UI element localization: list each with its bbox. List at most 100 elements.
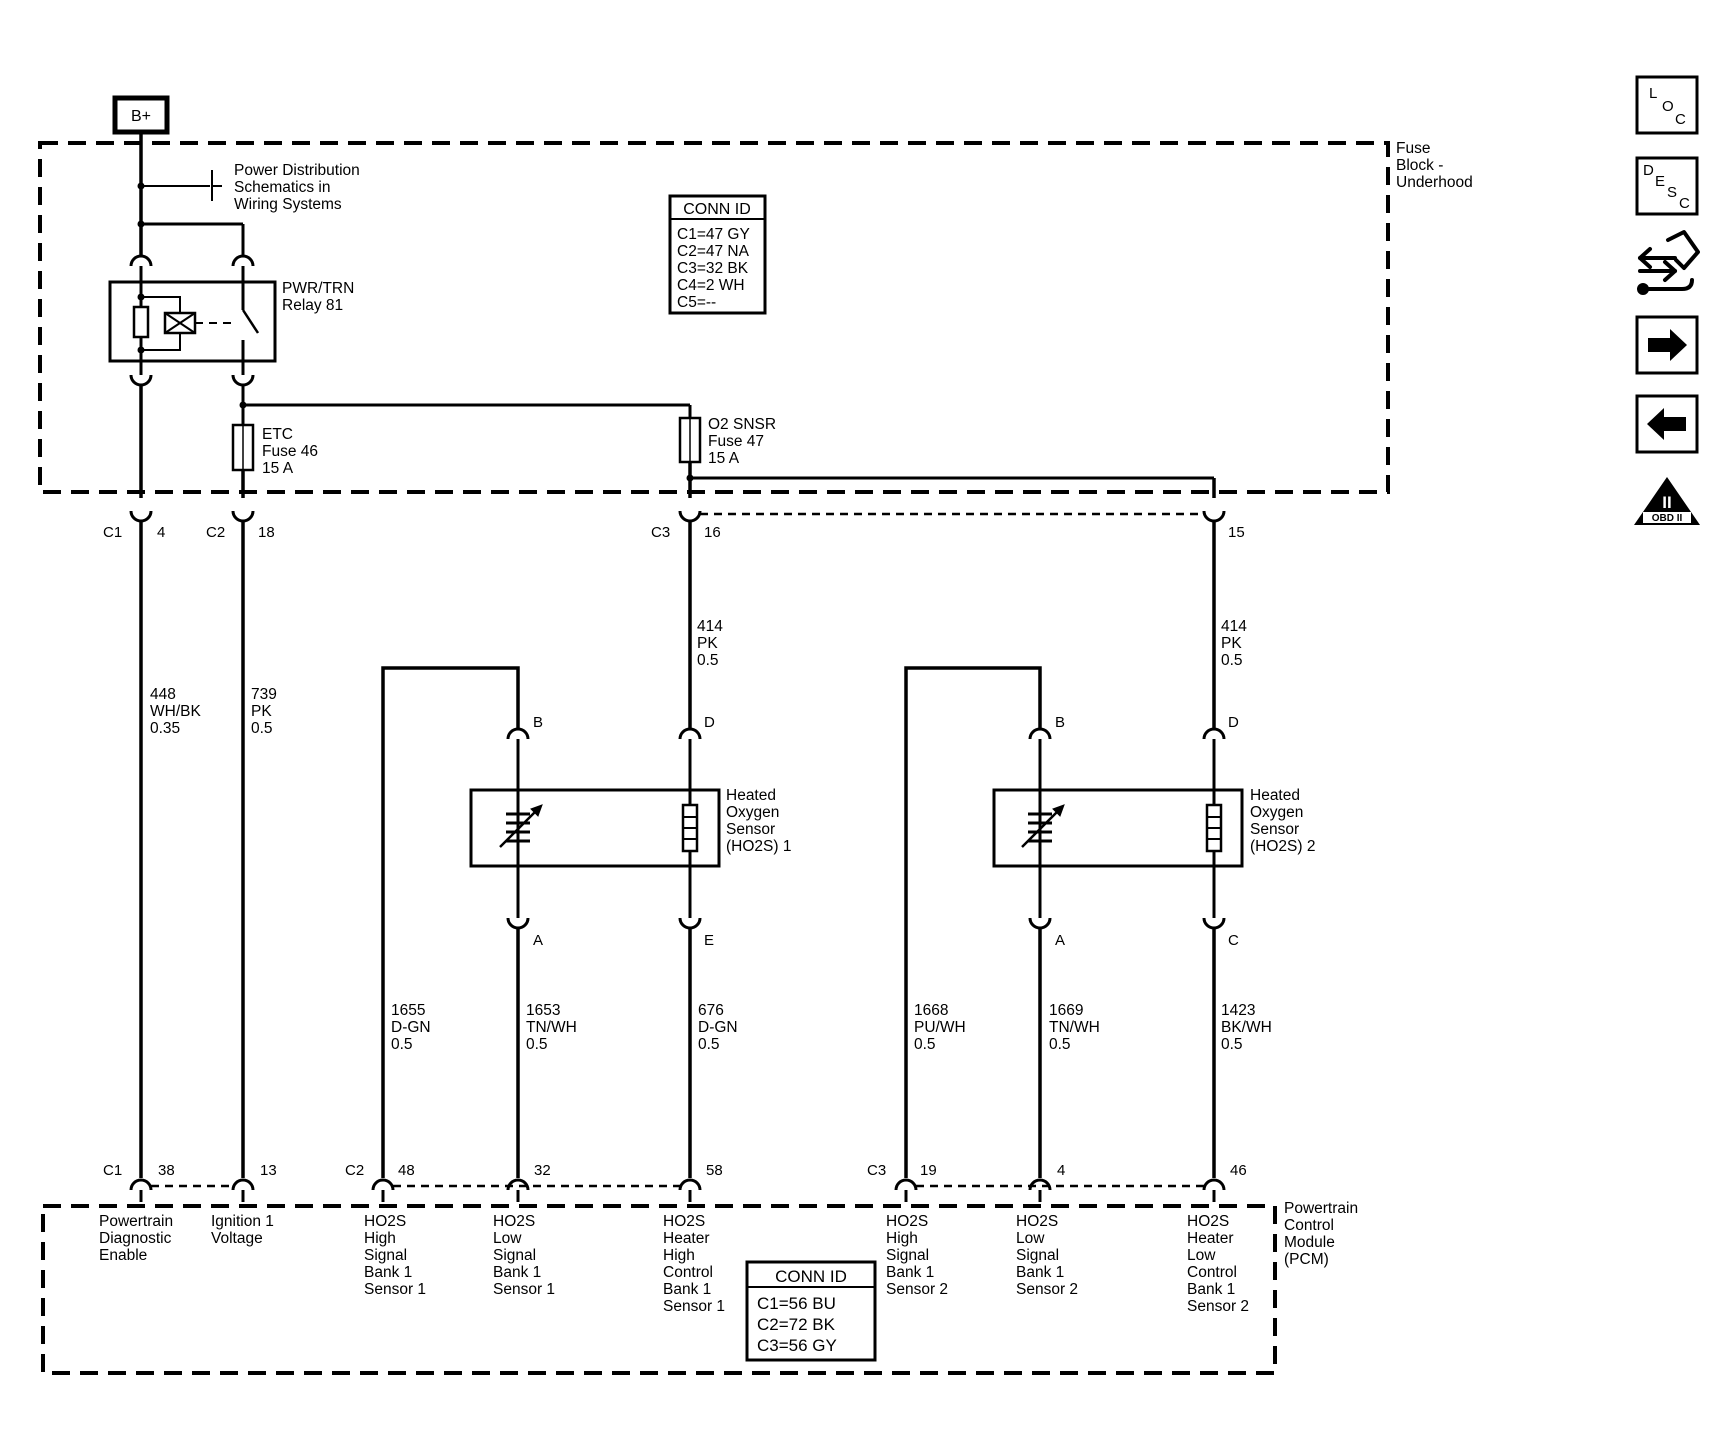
pcm-boundary: [41, 1204, 1277, 1375]
svg-text:16: 16: [704, 524, 721, 541]
component-view-button[interactable]: [1637, 230, 1700, 295]
sensor-connectors: [506, 727, 1226, 930]
power-feed-wiring: [137, 132, 245, 255]
conn-id-title: CONN ID: [683, 201, 751, 218]
svg-text:1669: 1669: [1049, 1002, 1083, 1019]
fuse-block-boundary: [38, 141, 1390, 494]
svg-text:Fuse: Fuse: [1396, 140, 1430, 157]
relay-label: PWR/TRN Relay 81: [282, 280, 354, 314]
next-page-button[interactable]: [1635, 315, 1699, 375]
svg-text:L: L: [1649, 85, 1657, 102]
svg-text:15 A: 15 A: [708, 450, 740, 467]
svg-text:C2: C2: [345, 1162, 364, 1179]
heated-oxygen-sensor-1: [469, 788, 721, 868]
svg-text:D-GN: D-GN: [391, 1019, 431, 1036]
svg-text:OBD II: OBD II: [1652, 513, 1683, 524]
svg-text:58: 58: [706, 1162, 723, 1179]
fuse-block-connectors: [129, 510, 1226, 523]
pcm-circuit-diag-enable: Powertrain Diagnostic Enable: [99, 1213, 173, 1264]
loc-button[interactable]: L O C: [1635, 75, 1699, 135]
svg-text:Control: Control: [1284, 1217, 1334, 1234]
battery-positive-label: B+: [131, 108, 151, 125]
svg-text:C2=47 NA: C2=47 NA: [677, 243, 750, 260]
svg-text:0.5: 0.5: [251, 720, 273, 737]
svg-text:High: High: [886, 1230, 918, 1247]
svg-text:Signal: Signal: [886, 1247, 929, 1264]
sensor-1-label: Heated Oxygen Sensor (HO2S) 1: [726, 787, 791, 855]
svg-text:739: 739: [251, 686, 277, 703]
pcm-circuit-ho2s-high-s2: HO2S High Signal Bank 1 Sensor 2: [886, 1213, 948, 1298]
circuit-wires: [139, 521, 1216, 1178]
svg-text:Bank 1: Bank 1: [1187, 1281, 1235, 1298]
svg-text:Powertrain: Powertrain: [99, 1213, 173, 1230]
svg-text:Low: Low: [493, 1230, 522, 1247]
svg-text:Power Distribution: Power Distribution: [234, 162, 360, 179]
svg-text:C1: C1: [103, 524, 122, 541]
component-view-icon: [1637, 230, 1700, 295]
sensor-1-pin-labels: B D A E: [533, 714, 715, 949]
svg-text:Bank 1: Bank 1: [886, 1264, 934, 1281]
svg-text:Sensor: Sensor: [1250, 821, 1299, 838]
pcm-circuit-ignition: Ignition 1 Voltage: [211, 1213, 274, 1247]
svg-text:D: D: [1643, 162, 1654, 179]
fuse-block-pin-labels: C1 4 C2 18 C3 16 15: [103, 524, 1245, 541]
previous-page-arrow-icon: [1647, 408, 1686, 440]
svg-text:46: 46: [1230, 1162, 1247, 1179]
svg-text:ETC: ETC: [262, 426, 293, 443]
pcm-circuit-heater-high-s1: HO2S Heater High Control Bank 1 Sensor 1: [663, 1213, 725, 1315]
pcm-circuit-ho2s-high-s1: HO2S High Signal Bank 1 Sensor 1: [364, 1213, 426, 1298]
svg-text:C2=72 BK: C2=72 BK: [757, 1315, 836, 1334]
svg-text:Bank 1: Bank 1: [1016, 1264, 1064, 1281]
svg-text:A: A: [533, 932, 543, 949]
svg-text:BK/WH: BK/WH: [1221, 1019, 1272, 1036]
svg-text:C: C: [1228, 932, 1239, 949]
svg-text:Sensor: Sensor: [726, 821, 775, 838]
svg-text:Bank 1: Bank 1: [493, 1264, 541, 1281]
svg-text:HO2S: HO2S: [493, 1213, 535, 1230]
svg-text:HO2S: HO2S: [1016, 1213, 1058, 1230]
svg-text:Sensor 1: Sensor 1: [663, 1298, 725, 1315]
etc-fuse-label: ETC Fuse 46 15 A: [262, 426, 318, 477]
svg-text:4: 4: [157, 524, 165, 541]
svg-text:Sensor 2: Sensor 2: [886, 1281, 948, 1298]
svg-text:S: S: [1667, 184, 1677, 201]
wire-414-sensor1: 414 PK 0.5: [697, 618, 723, 669]
svg-text:0.35: 0.35: [150, 720, 180, 737]
pcm-circuit-heater-low-s2: HO2S Heater Low Control Bank 1 Sensor 2: [1187, 1213, 1249, 1315]
svg-text:1668: 1668: [914, 1002, 948, 1019]
svg-text:TN/WH: TN/WH: [1049, 1019, 1100, 1036]
svg-text:(PCM): (PCM): [1284, 1251, 1329, 1268]
svg-text:C: C: [1675, 111, 1686, 128]
desc-button[interactable]: D E S C: [1635, 156, 1699, 216]
svg-text:D: D: [704, 714, 715, 731]
wire-448: 448 WH/BK 0.35: [150, 686, 201, 737]
svg-text:Sensor 1: Sensor 1: [364, 1281, 426, 1298]
obd-ii-button[interactable]: II OBD II: [1634, 477, 1700, 525]
svg-text:18: 18: [258, 524, 275, 541]
pcm-conn-id-table: CONN ID C1=56 BU C2=72 BK C3=56 GY: [745, 1260, 877, 1362]
wire-1423: 1423 BK/WH 0.5: [1221, 1002, 1272, 1053]
svg-text:PK: PK: [697, 635, 718, 652]
svg-text:0.5: 0.5: [697, 652, 719, 669]
svg-text:Powertrain: Powertrain: [1284, 1200, 1358, 1217]
svg-text:Control: Control: [663, 1264, 713, 1281]
svg-text:Sensor 1: Sensor 1: [493, 1281, 555, 1298]
svg-text:C5=--: C5=--: [677, 294, 716, 311]
previous-page-button[interactable]: [1635, 394, 1699, 454]
svg-text:Ignition 1: Ignition 1: [211, 1213, 274, 1230]
svg-text:C1=56 BU: C1=56 BU: [757, 1294, 836, 1313]
svg-text:C4=2 WH: C4=2 WH: [677, 277, 745, 294]
fuse-wiring: [139, 385, 1216, 498]
svg-text:Module: Module: [1284, 1234, 1335, 1251]
heated-oxygen-sensor-2: [992, 788, 1244, 868]
svg-text:TN/WH: TN/WH: [526, 1019, 577, 1036]
power-distribution-reference: Power Distribution Schematics in Wiring …: [234, 162, 360, 213]
fuse-block-conn-id-table: CONN ID C1=47 GY C2=47 NA C3=32 BK C4=2 …: [668, 194, 767, 315]
svg-text:PK: PK: [1221, 635, 1242, 652]
svg-text:E: E: [704, 932, 714, 949]
svg-text:0.5: 0.5: [698, 1036, 720, 1053]
svg-text:High: High: [663, 1247, 695, 1264]
svg-text:PU/WH: PU/WH: [914, 1019, 966, 1036]
svg-text:Block -: Block -: [1396, 157, 1443, 174]
wire-1655: 1655 D-GN 0.5: [391, 1002, 431, 1053]
